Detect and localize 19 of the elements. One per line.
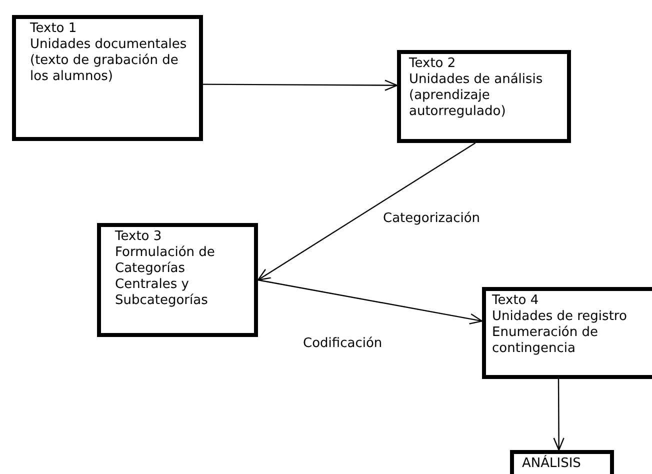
process-box bbox=[97, 223, 258, 337]
arrow bbox=[258, 279, 483, 324]
process-box bbox=[12, 15, 203, 141]
box-text: Unidades documentales (texto de grabación de los alumnos) bbox=[30, 37, 188, 85]
box-heading: Texto 4 bbox=[492, 293, 540, 309]
box-text: Enumeración de contingencia bbox=[492, 325, 599, 357]
process-box bbox=[482, 287, 652, 379]
box-heading: Texto 1 bbox=[30, 21, 78, 37]
process-box bbox=[510, 450, 614, 474]
box-text: Unidades de registro bbox=[492, 309, 628, 325]
arrow bbox=[257, 142, 476, 281]
box-text: Unidades de análisis (aprendizaje autorregulado) bbox=[409, 72, 544, 120]
box-text: ANÁLISIS bbox=[522, 456, 582, 472]
arrow bbox=[553, 379, 564, 451]
box-heading: Texto 2 bbox=[409, 56, 457, 72]
process-box bbox=[397, 50, 571, 143]
box-heading: Texto 3 bbox=[115, 229, 163, 245]
box-text: Formulación de Categorías Centrales y Subcategorías bbox=[115, 245, 216, 309]
arrow bbox=[203, 80, 398, 91]
